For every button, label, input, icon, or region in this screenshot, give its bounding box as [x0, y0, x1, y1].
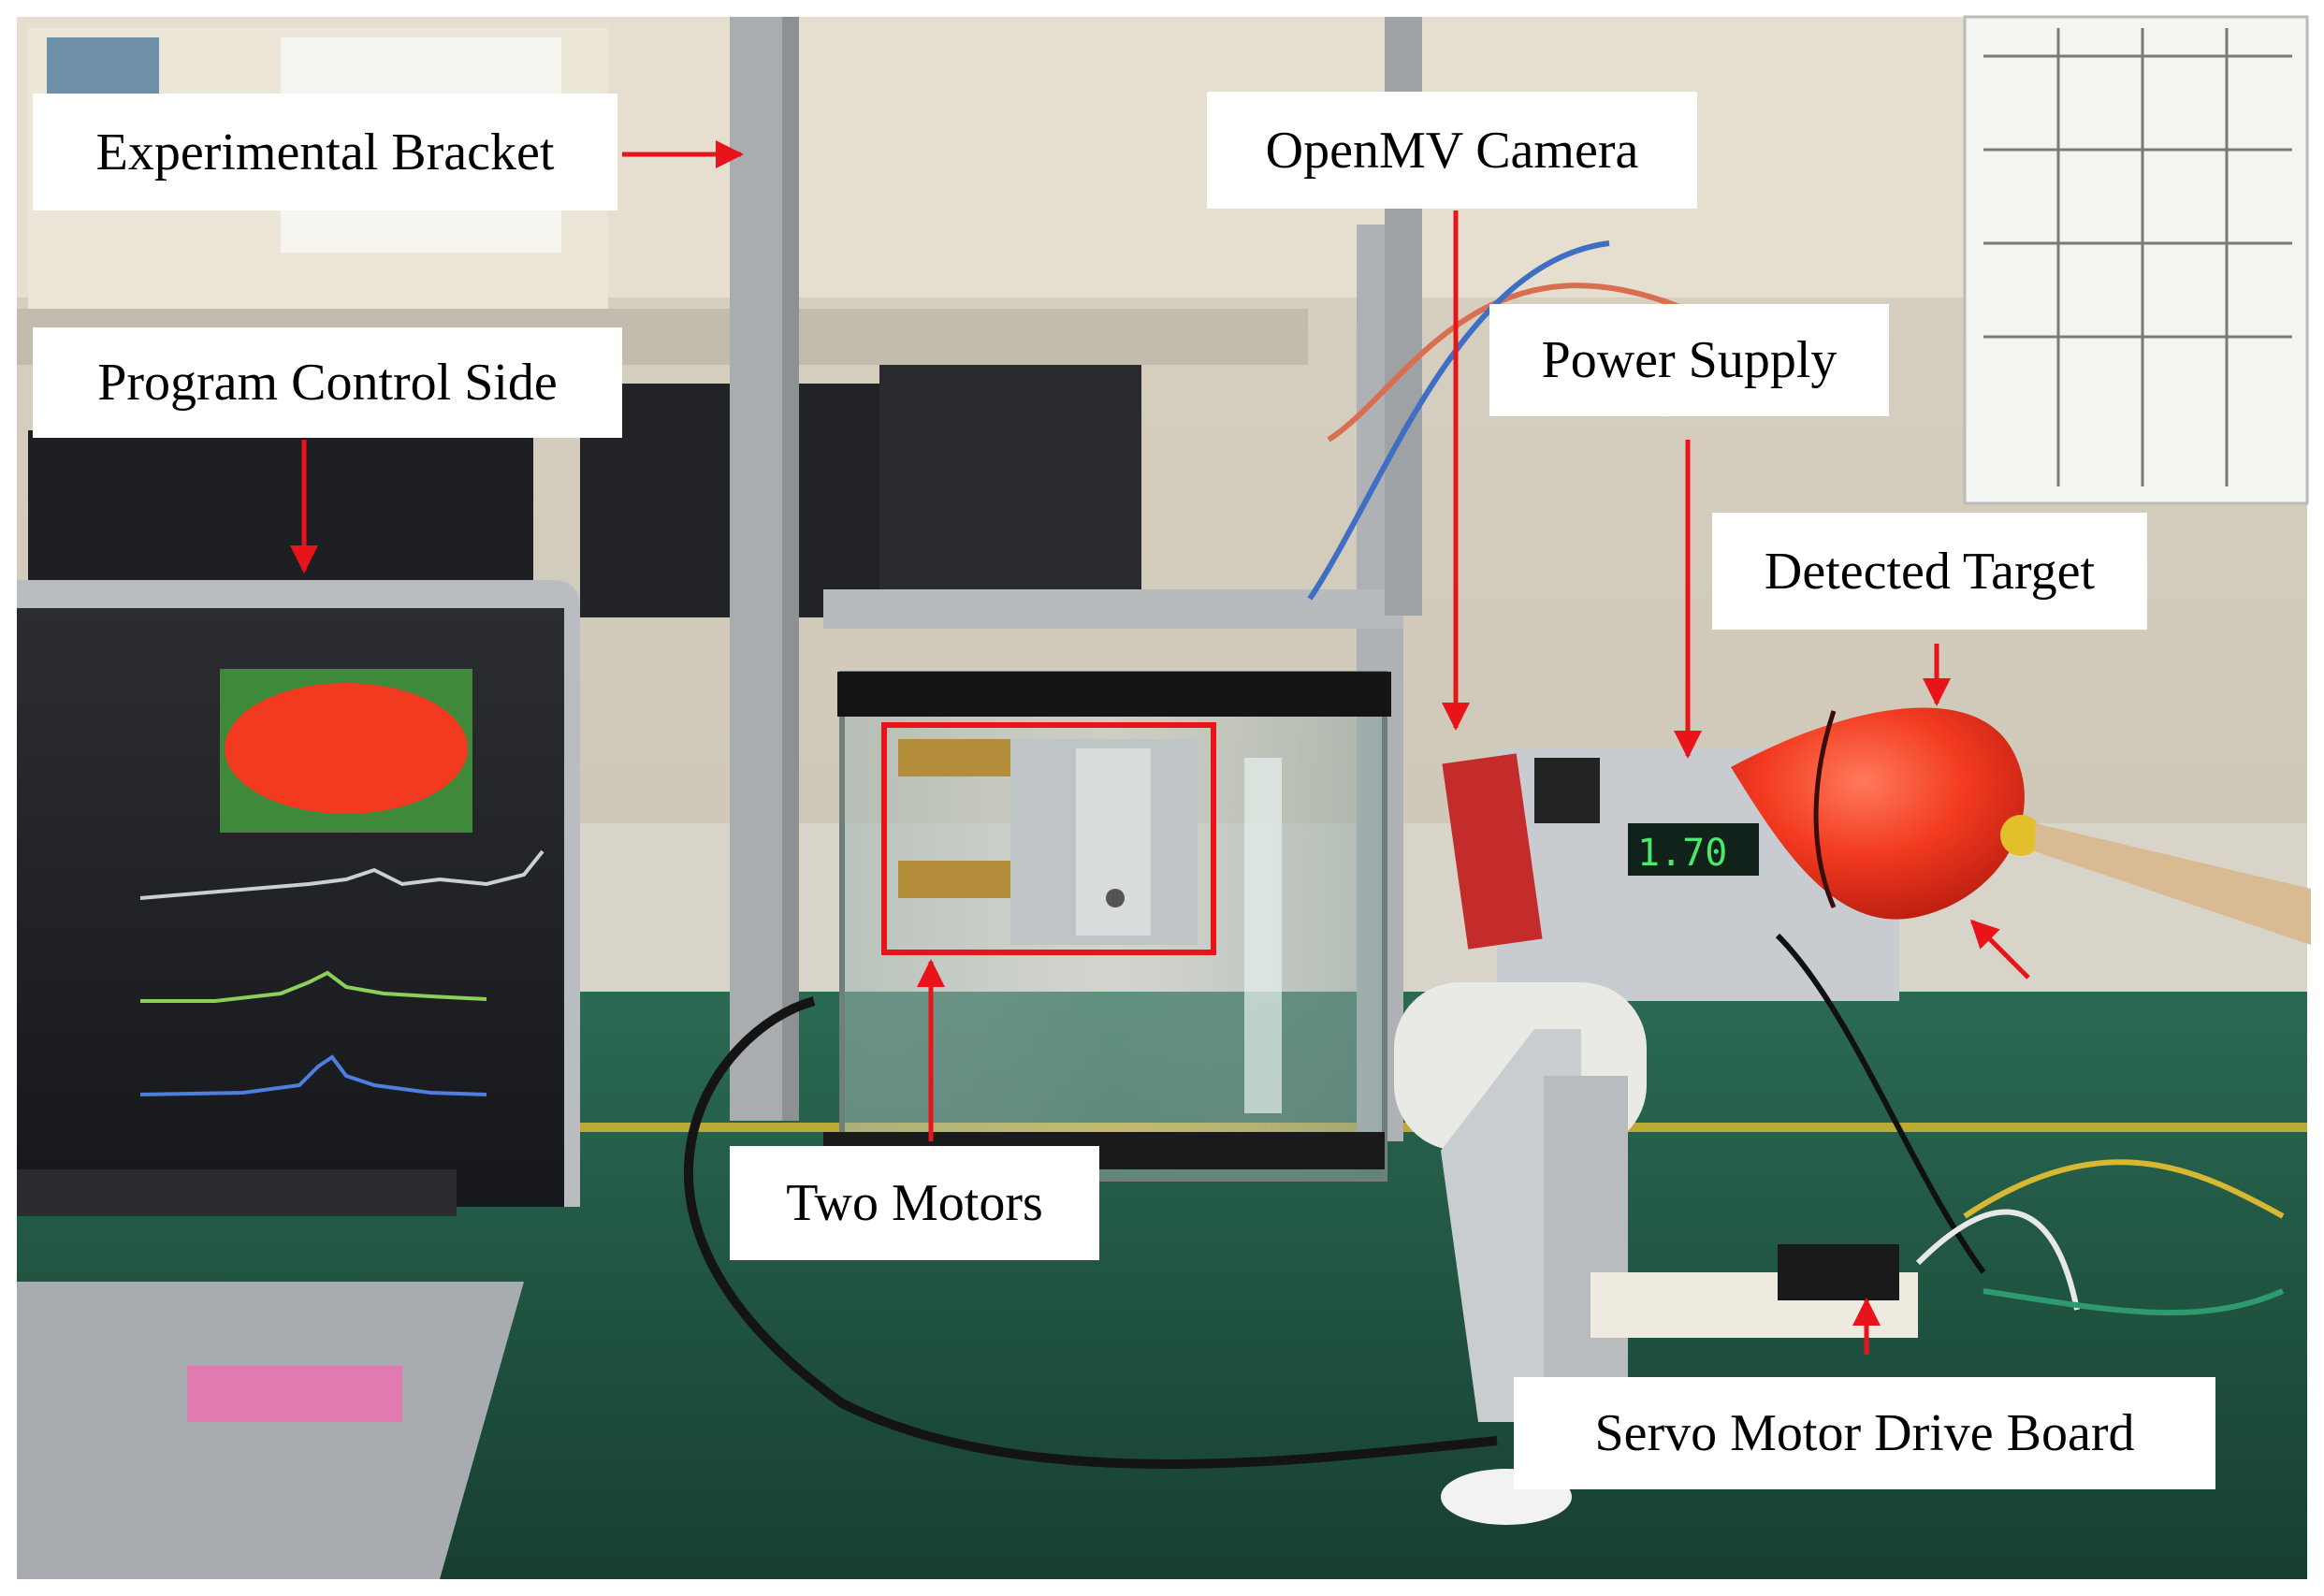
label-power-supply: Power Supply	[1489, 304, 1889, 416]
laptop	[17, 580, 580, 1579]
motors-highlight-box	[881, 722, 1216, 955]
power-supply-readout: 1.70	[1637, 832, 1727, 875]
label-openmv-camera: OpenMV Camera	[1207, 92, 1697, 209]
servo-mount	[1394, 982, 1647, 1525]
detected-target	[1731, 707, 2311, 945]
arrow-detected-target-lower	[1969, 919, 2030, 979]
wires	[684, 240, 2285, 1469]
label-program-control-side: Program Control Side	[33, 327, 622, 438]
label-two-motors: Two Motors	[730, 1146, 1099, 1260]
experimental-bracket	[730, 17, 1422, 1141]
openmv-camera	[1442, 753, 1600, 950]
label-servo-motor-drive-board: Servo Motor Drive Board	[1514, 1377, 2215, 1489]
label-detected-target: Detected Target	[1712, 513, 2147, 630]
annotation-arrows	[290, 140, 2030, 1355]
label-experimental-bracket: Experimental Bracket	[33, 94, 617, 210]
two-motors	[898, 739, 1198, 945]
